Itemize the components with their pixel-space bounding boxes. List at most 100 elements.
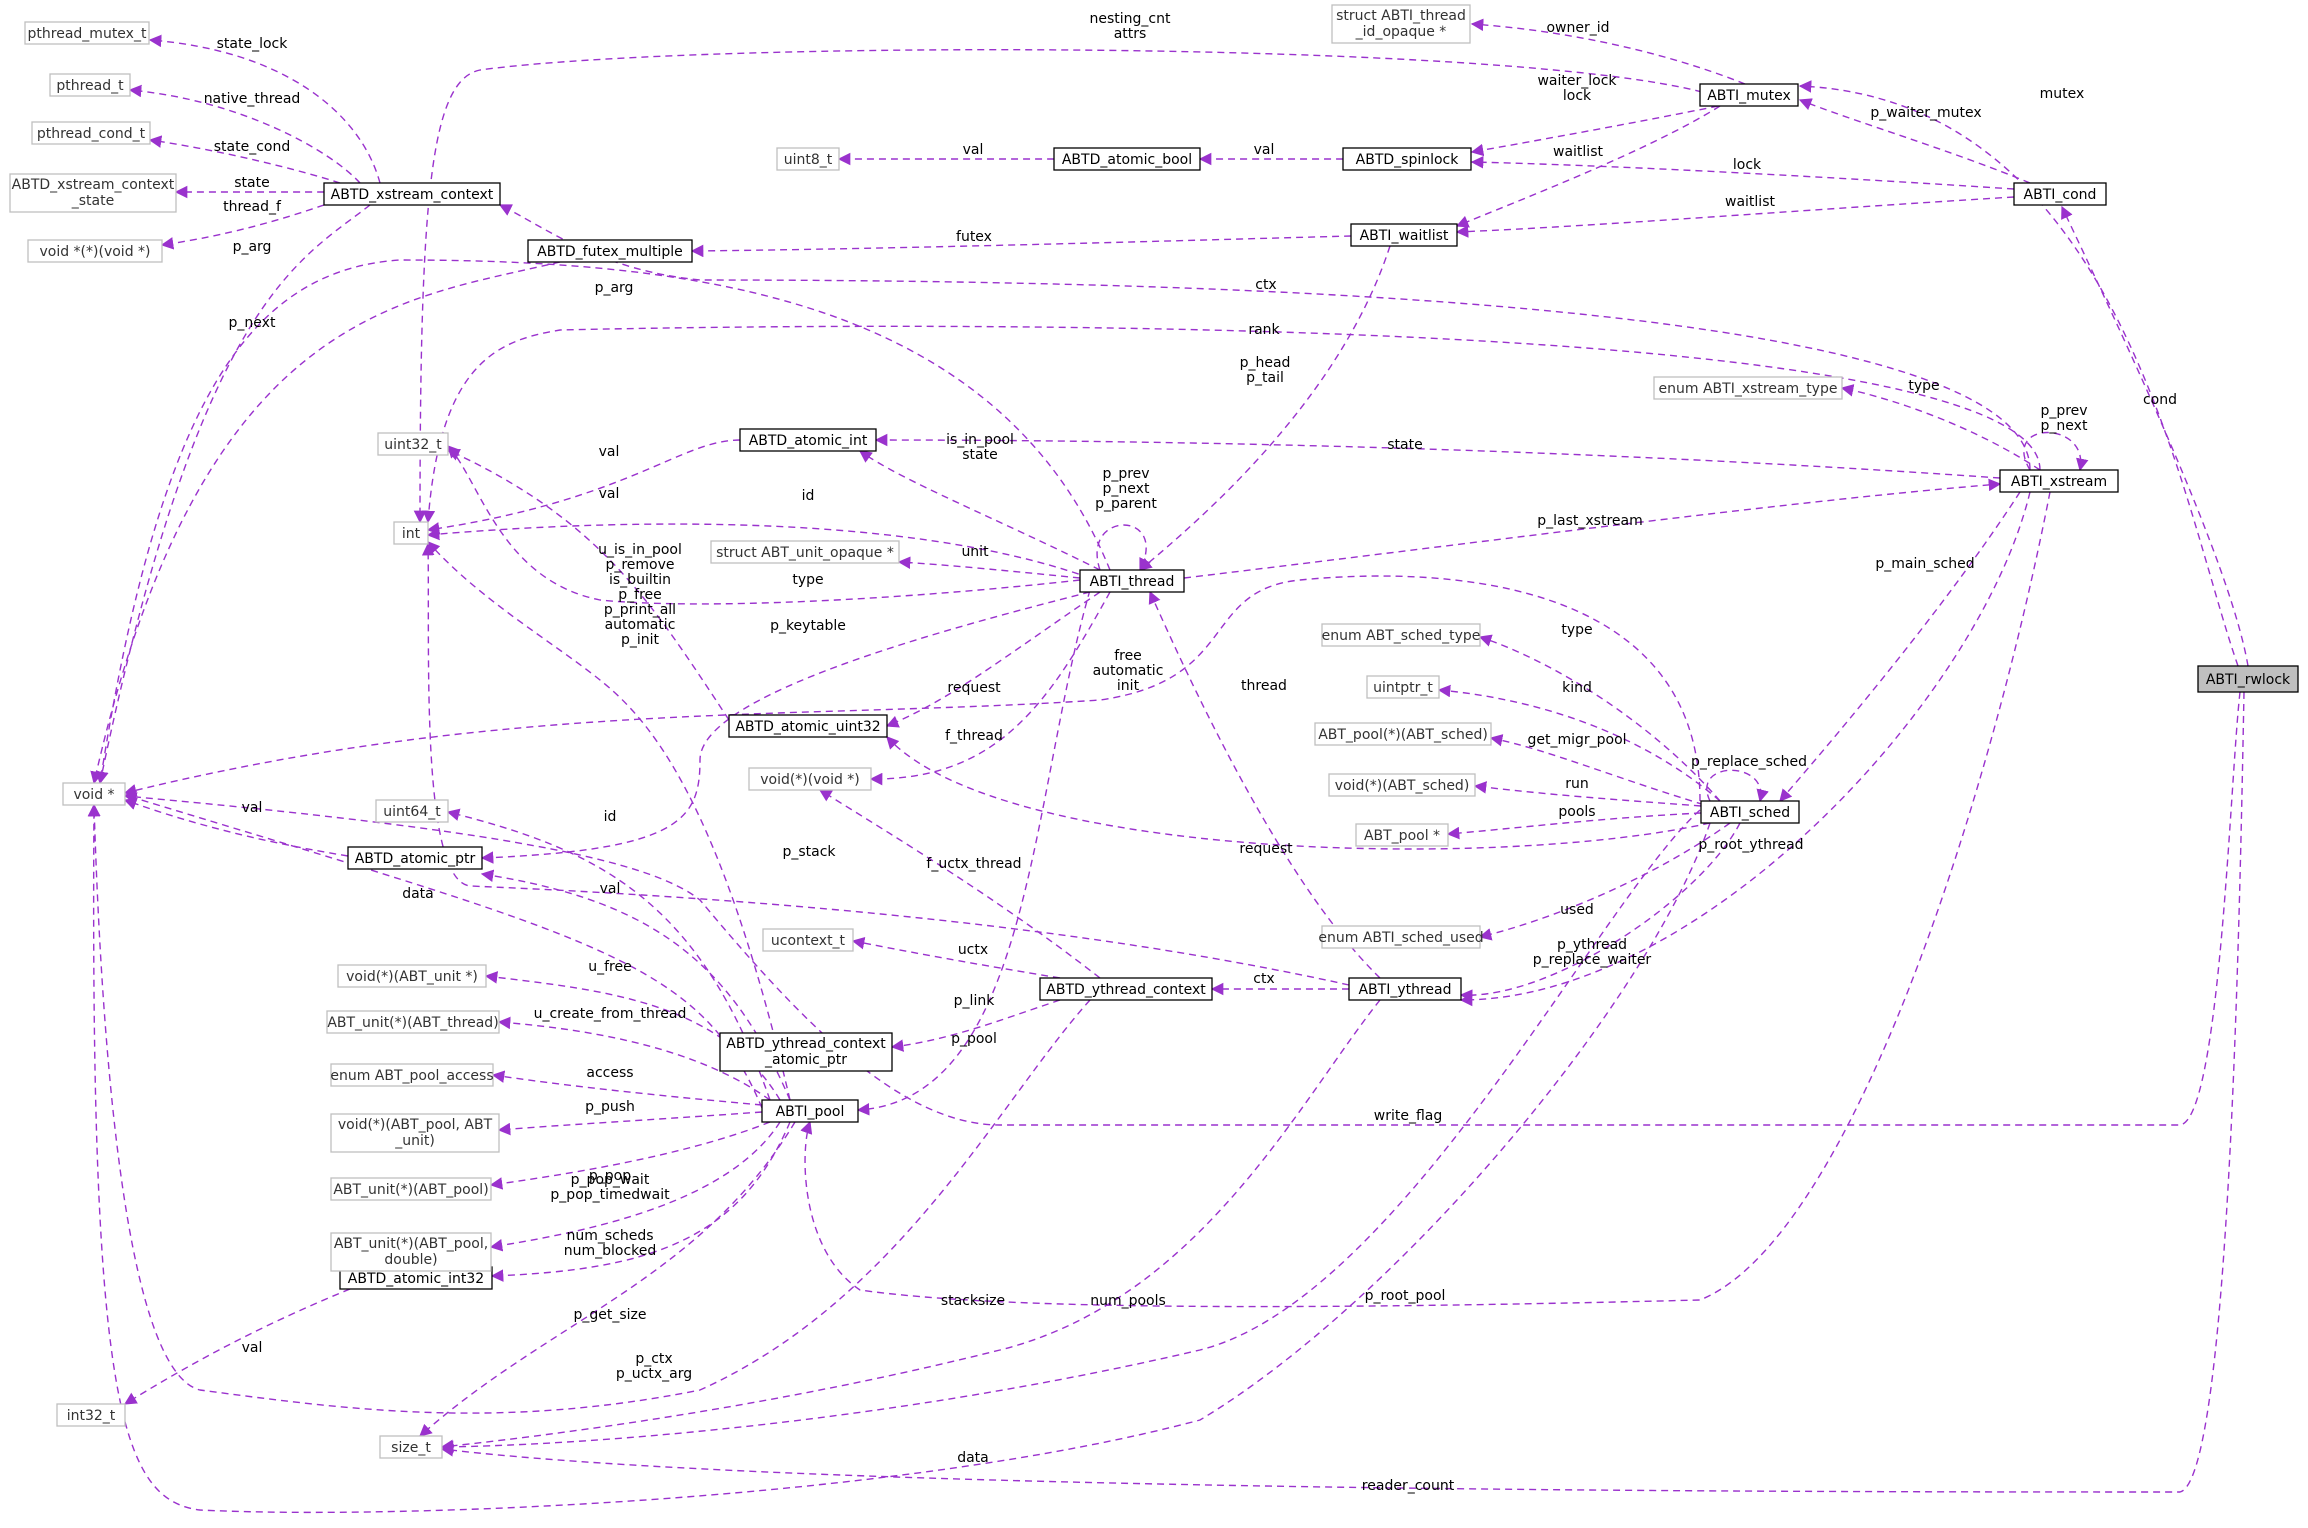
edge-label: p_waiter_mutex (1870, 105, 1981, 121)
class-node-waitlist[interactable]: ABTI_waitlist (1350, 223, 1458, 247)
class-node-ucontext-t[interactable]: ucontext_t (762, 928, 854, 952)
class-node-uintptr-t[interactable]: uintptr_t (1366, 675, 1440, 699)
class-node-atomic-int[interactable]: ABTD_atomic_int (739, 428, 877, 452)
edge-label: uctx (958, 942, 988, 958)
edge-label: p_uctx_arg (616, 1366, 692, 1382)
class-node-pool[interactable]: ABTI_pool (761, 1099, 859, 1123)
edge-native-thread (128, 84, 361, 184)
edge-reader-count (440, 691, 2245, 1493)
class-node-label: size_t (391, 1440, 431, 1456)
class-node-atomic-int32[interactable]: ABTD_atomic_int32 (339, 1266, 493, 1290)
class-node-unit-fn-thread[interactable]: ABT_unit(*)(ABT_thread) (326, 1010, 500, 1034)
class-node-label: _atomic_ptr (764, 1052, 847, 1068)
class-node-futex-multiple[interactable]: ABTD_futex_multiple (527, 239, 693, 263)
class-node-label: ABT_pool * (1364, 828, 1440, 844)
edge-mutex (1798, 80, 2239, 667)
class-node-ythread-context-atomic-ptr[interactable]: ABTD_ythread_context_atomic_ptr (719, 1032, 893, 1072)
class-node-xstream-type[interactable]: enum ABTI_xstream_type (1653, 376, 1843, 400)
class-node-mutex[interactable]: ABTI_mutex (1699, 83, 1799, 107)
class-node-atomic-bool[interactable]: ABTD_atomic_bool (1053, 147, 1201, 171)
class-node-abt-pool-ptr[interactable]: ABT_pool * (1355, 823, 1449, 847)
edge-label: lock (1733, 157, 1762, 173)
class-node-thread-id-opaque[interactable]: struct ABTI_thread_id_opaque * (1331, 4, 1471, 44)
edge-label: lock (1563, 88, 1592, 104)
class-node-xstream-context-state[interactable]: ABTD_xstream_context_state (9, 173, 177, 213)
edge-p-pop (489, 1121, 771, 1190)
class-node-pthread-t[interactable]: pthread_t (49, 73, 131, 97)
class-node-xstream[interactable]: ABTI_xstream (1999, 469, 2119, 493)
edge-label: p_keytable (770, 618, 846, 634)
edge-label: ctx (1255, 277, 1276, 293)
class-node-rwlock[interactable]: ABTI_rwlock (2197, 665, 2299, 693)
class-node-label: ABTI_rwlock (2206, 672, 2291, 688)
class-node-label: uint64_t (383, 804, 441, 820)
edge-label: stacksize (941, 1293, 1005, 1309)
class-node-ythread-context[interactable]: ABTD_ythread_context (1039, 977, 1213, 1001)
class-node-label: struct ABTI_thread (1336, 8, 1466, 24)
edge-label: type (792, 572, 823, 588)
class-node-atomic-uint32[interactable]: ABTD_atomic_uint32 (728, 714, 888, 738)
class-node-label: ABTD_atomic_uint32 (735, 719, 880, 735)
class-node-uint64-t[interactable]: uint64_t (375, 799, 449, 823)
class-node-uint8-t[interactable]: uint8_t (776, 147, 840, 171)
class-node-label: ABTD_futex_multiple (537, 244, 683, 260)
class-node-unit-fn-pool-double[interactable]: ABT_unit(*)(ABT_pool,double) (330, 1232, 492, 1272)
edge-request-s (886, 736, 1711, 850)
class-node-int32-t[interactable]: int32_t (56, 1403, 126, 1427)
class-node-int[interactable]: int (393, 521, 429, 545)
class-node-void-ptr[interactable]: void * (62, 782, 126, 806)
class-node-ythread[interactable]: ABTI_ythread (1348, 977, 1462, 1001)
class-node-xstream-context[interactable]: ABTD_xstream_context (323, 182, 501, 206)
class-node-uint32-t[interactable]: uint32_t (377, 432, 449, 456)
class-node-void-fn-voidptr[interactable]: void(*)(void *) (748, 767, 872, 791)
edge-state-cond (148, 135, 341, 184)
class-node-pool-fn-sched[interactable]: ABT_pool(*)(ABT_sched) (1314, 722, 1492, 746)
edge-label: pools (1558, 804, 1595, 820)
edge-label: reader_count (1362, 1478, 1455, 1494)
edge-label: get_migr_pool (1527, 732, 1626, 748)
edge-p-keytable (480, 591, 1091, 864)
class-node-size-t[interactable]: size_t (379, 1435, 443, 1459)
edge-label: automatic (605, 617, 676, 633)
edge-p-get-size (419, 1121, 796, 1437)
class-node-unit-opaque[interactable]: struct ABT_unit_opaque * (710, 540, 900, 564)
edge-ctx-x (498, 204, 2031, 471)
class-node-sched-type[interactable]: enum ABT_sched_type (1321, 623, 1481, 647)
class-node-sched[interactable]: ABTI_sched (1700, 800, 1800, 824)
edge-label: owner_id (1546, 20, 1609, 36)
edge-label: unit (961, 544, 989, 560)
class-node-void-fn-unit[interactable]: void(*)(ABT_unit *) (337, 964, 487, 988)
edge-label: num_pools (1090, 1293, 1166, 1309)
class-node-void-fn-sched[interactable]: void(*)(ABT_sched) (1328, 773, 1476, 797)
edge-owner-id (1470, 18, 1746, 85)
edge-val-int-a (426, 439, 741, 535)
edge-label: p_head (1240, 355, 1291, 371)
class-node-pool-access[interactable]: enum ABT_pool_access (330, 1063, 494, 1087)
class-node-sched-used[interactable]: enum ABTI_sched_used (1318, 925, 1484, 949)
class-node-label: double) (384, 1252, 437, 1268)
class-node-label: ABTD_atomic_bool (1062, 152, 1192, 168)
edge-p-stack (421, 542, 1350, 986)
edge-unit (897, 556, 1081, 579)
class-node-atomic-ptr[interactable]: ABTD_atomic_ptr (347, 846, 483, 870)
class-node-label: uint32_t (384, 437, 442, 453)
class-node-unit-fn-pool[interactable]: ABT_unit(*)(ABT_pool) (330, 1177, 492, 1201)
edge-id-t (426, 523, 1091, 579)
class-node-void-fn-pool-unit[interactable]: void(*)(ABT_pool, ABT_unit) (330, 1113, 500, 1153)
edge-u-create (497, 1016, 771, 1101)
edge-label: data (402, 886, 434, 902)
edge-label: init (1117, 678, 1140, 694)
edge-type-x (1840, 384, 2041, 471)
class-node-cond[interactable]: ABTI_cond (2013, 182, 2107, 206)
class-node-pthread-cond-t[interactable]: pthread_cond_t (31, 121, 151, 145)
class-node-label: ABTD_atomic_ptr (355, 851, 476, 867)
edge-thread-f (160, 204, 325, 250)
edge-label: val (599, 486, 620, 502)
class-node-thread[interactable]: ABTI_thread (1079, 569, 1185, 593)
edge-label: p_pop_wait (571, 1172, 650, 1188)
class-node-void-fn-void[interactable]: void *(*)(void *) (27, 239, 163, 263)
class-node-spinlock[interactable]: ABTD_spinlock (1342, 147, 1472, 171)
class-node-pthread-mutex-t[interactable]: pthread_mutex_t (24, 21, 150, 45)
edge-waitlist-c (1455, 196, 2015, 238)
edge-label: p_replace_waiter (1533, 952, 1652, 968)
